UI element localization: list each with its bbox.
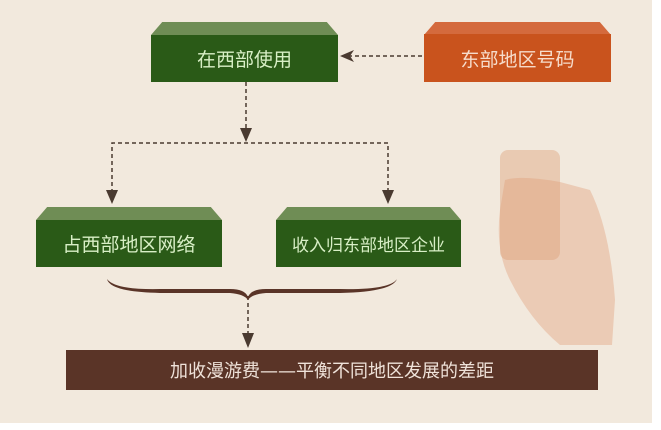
node-west-use: 在西部使用	[151, 22, 338, 82]
arrowhead-down	[106, 190, 118, 204]
curly-brace	[107, 279, 397, 300]
node-east-number: 东部地区号码	[424, 22, 611, 82]
node-revenue-east-enterprise: 收入归东部地区企业	[276, 207, 461, 267]
node-label: 在西部使用	[151, 35, 338, 82]
node-label: 东部地区号码	[424, 34, 611, 82]
arrowhead-down	[242, 333, 254, 348]
node-label: 占西部地区网络	[36, 220, 222, 267]
node-label: 收入归东部地区企业	[276, 220, 461, 267]
arrowhead-down	[240, 128, 252, 142]
conclusion-bar: 加收漫游费——平衡不同地区发展的差距	[66, 350, 598, 390]
arrowhead-down	[382, 190, 394, 204]
split-connector	[111, 142, 389, 200]
node-occupy-west-network: 占西部地区网络	[36, 207, 222, 267]
arrowhead-left	[340, 50, 354, 62]
